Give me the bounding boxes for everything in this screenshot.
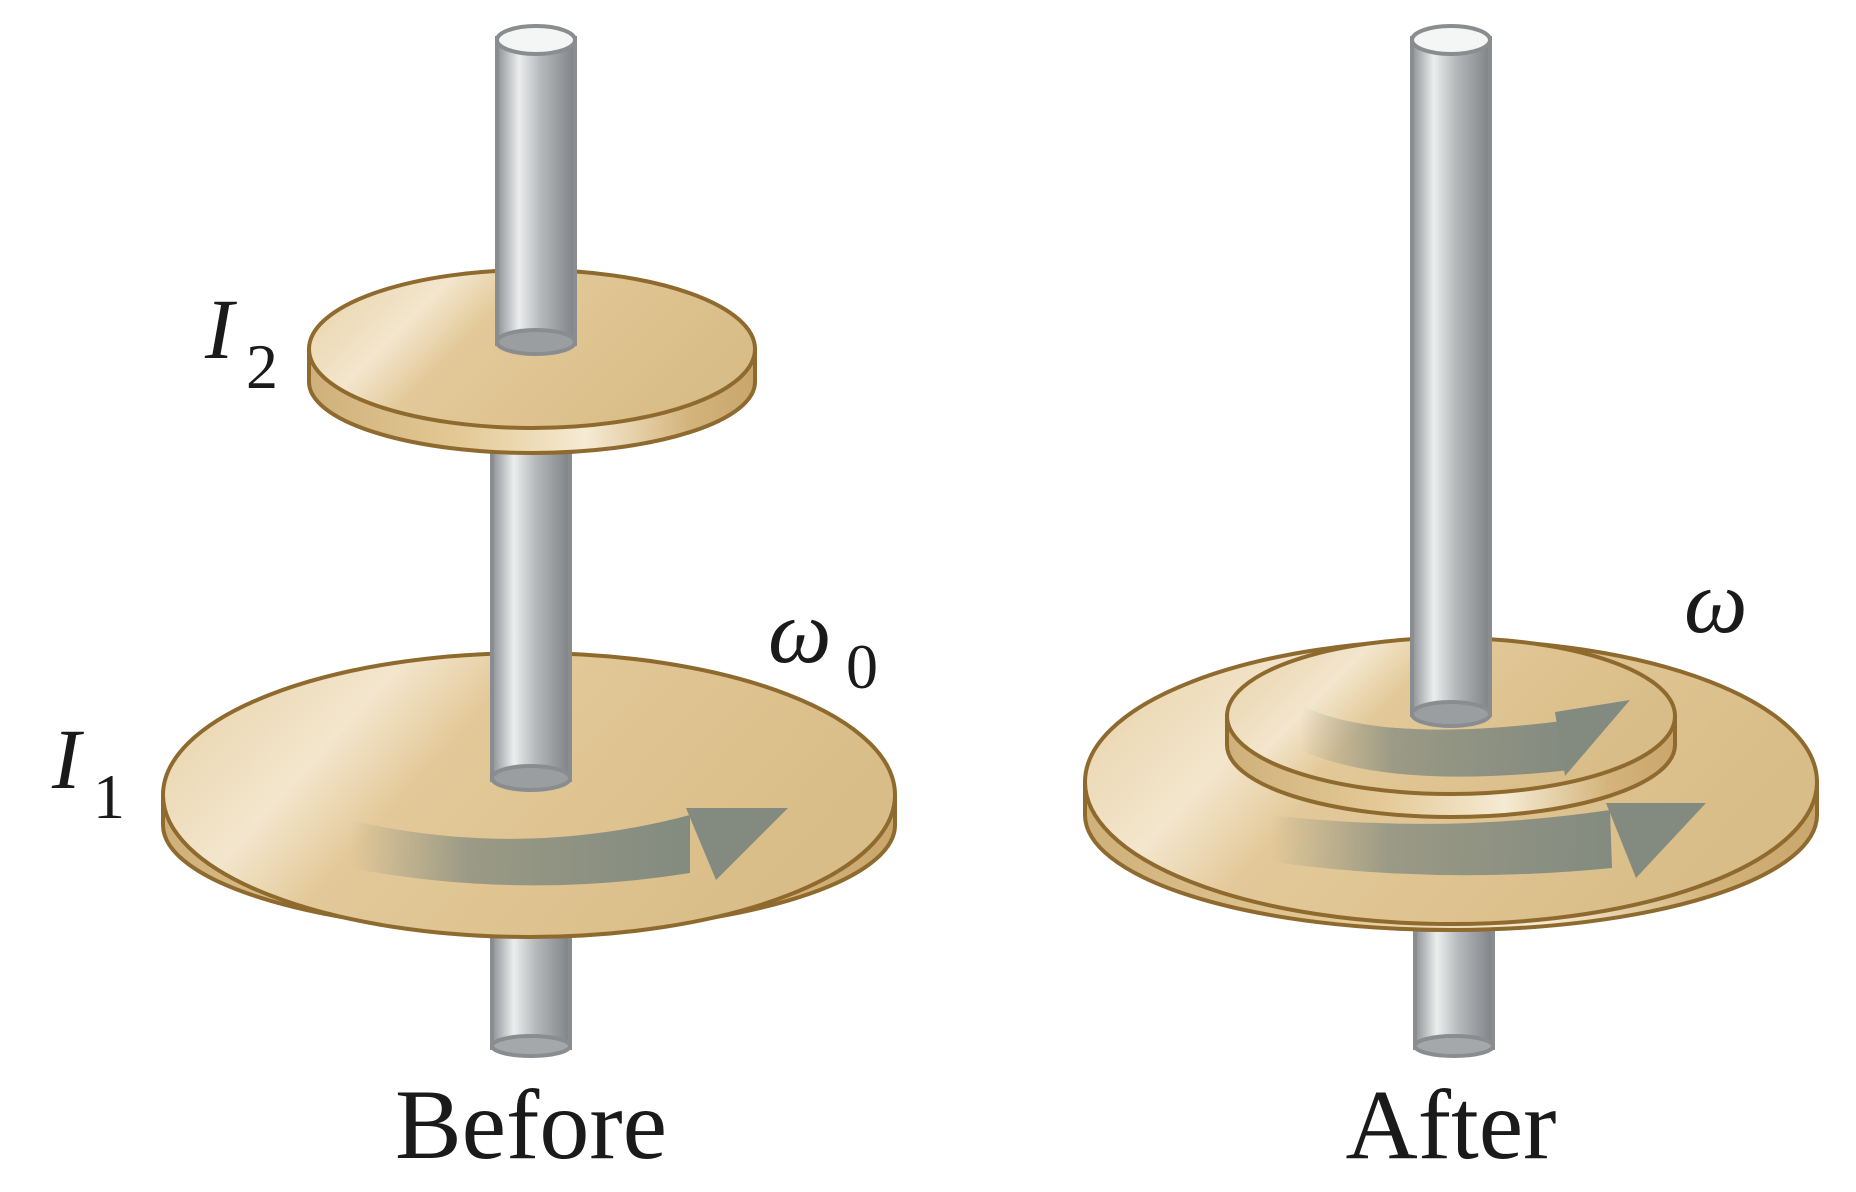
rotation-arrow-after-lower xyxy=(1270,803,1706,878)
rod-middle-segment xyxy=(490,448,572,782)
angular-velocity-label-after: ω xyxy=(1684,553,1748,652)
rod-top-segment xyxy=(495,36,577,346)
before-caption: Before xyxy=(395,1069,667,1180)
rod-bottom-end xyxy=(490,1034,572,1058)
after-caption: After xyxy=(1346,1069,1557,1180)
after-panel: ω After xyxy=(1083,24,1819,1180)
rod-top-cap xyxy=(495,24,577,56)
rod-bottom-segment-after xyxy=(1413,928,1495,1050)
rotation-arrow-after-upper xyxy=(1300,700,1630,777)
upper-disk-label-subscript: 2 xyxy=(246,331,278,402)
rod-middle-end xyxy=(490,764,572,792)
lower-disk-label-subscript: 1 xyxy=(93,761,125,832)
rod-top-segment-after xyxy=(1410,36,1492,717)
rotation-arrow-before xyxy=(350,808,788,886)
angular-velocity-label-before-subscript: 0 xyxy=(846,631,878,702)
before-panel: I 2 I 1 ω 0 Before xyxy=(51,24,897,1180)
angular-velocity-label-before: ω xyxy=(768,583,832,682)
rod-top-cap-after xyxy=(1410,24,1492,56)
upper-disk-label: I xyxy=(204,281,237,377)
lower-disk-label: I xyxy=(51,711,84,807)
